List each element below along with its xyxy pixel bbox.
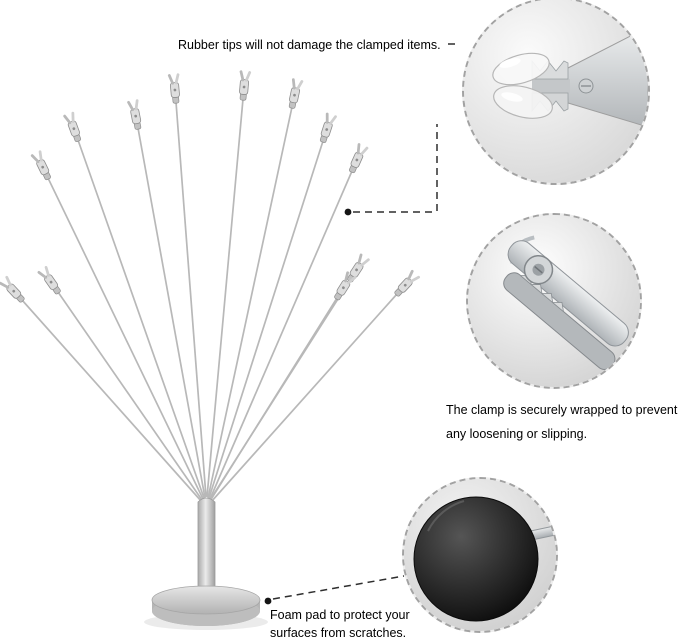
leader-bottom	[272, 575, 405, 600]
leader-dot	[344, 208, 352, 216]
clamp-caption-line2: any loosening or slipping.	[446, 427, 588, 441]
alligator-clip	[286, 78, 304, 111]
alligator-clip	[317, 112, 337, 145]
leader-dot	[264, 597, 272, 605]
stand-base	[144, 585, 268, 630]
clamp-caption-line1: The clamp is securely wrapped to prevent	[446, 403, 678, 417]
rubber-tips-closeup	[464, 0, 648, 183]
clamp-closeup	[468, 215, 640, 387]
stand-stem	[197, 497, 216, 603]
stand-wires	[21, 98, 398, 503]
alligator-clip	[0, 275, 28, 306]
leader-lines	[264, 43, 460, 605]
foam-caption-line1: Foam pad to protect your	[270, 608, 410, 622]
clamp-caption: The clamp is securely wrapped to prevent…	[446, 398, 677, 446]
alligator-clip	[37, 265, 64, 297]
rubber-tips-caption: Rubber tips will not damage the clamped …	[178, 38, 441, 52]
clamp-closeup-circle	[466, 213, 642, 389]
alligator-clip	[391, 269, 421, 300]
foam-pad-closeup-circle	[402, 477, 558, 633]
rubber-tips-closeup-circle	[462, 0, 650, 185]
alligator-clip	[346, 143, 369, 176]
alligator-clips	[0, 70, 421, 306]
foam-caption-line2: surfaces from scratches.	[270, 626, 407, 640]
alligator-clip	[237, 70, 252, 102]
alligator-clip	[127, 99, 144, 132]
foam-pad	[413, 496, 539, 622]
alligator-clip	[63, 111, 84, 144]
alligator-clip	[167, 73, 182, 105]
alligator-clip	[344, 253, 370, 285]
foam-caption: Foam pad to protect your surfaces from s…	[270, 606, 410, 642]
alligator-clip	[30, 150, 54, 183]
foam-pad-closeup	[404, 479, 556, 631]
